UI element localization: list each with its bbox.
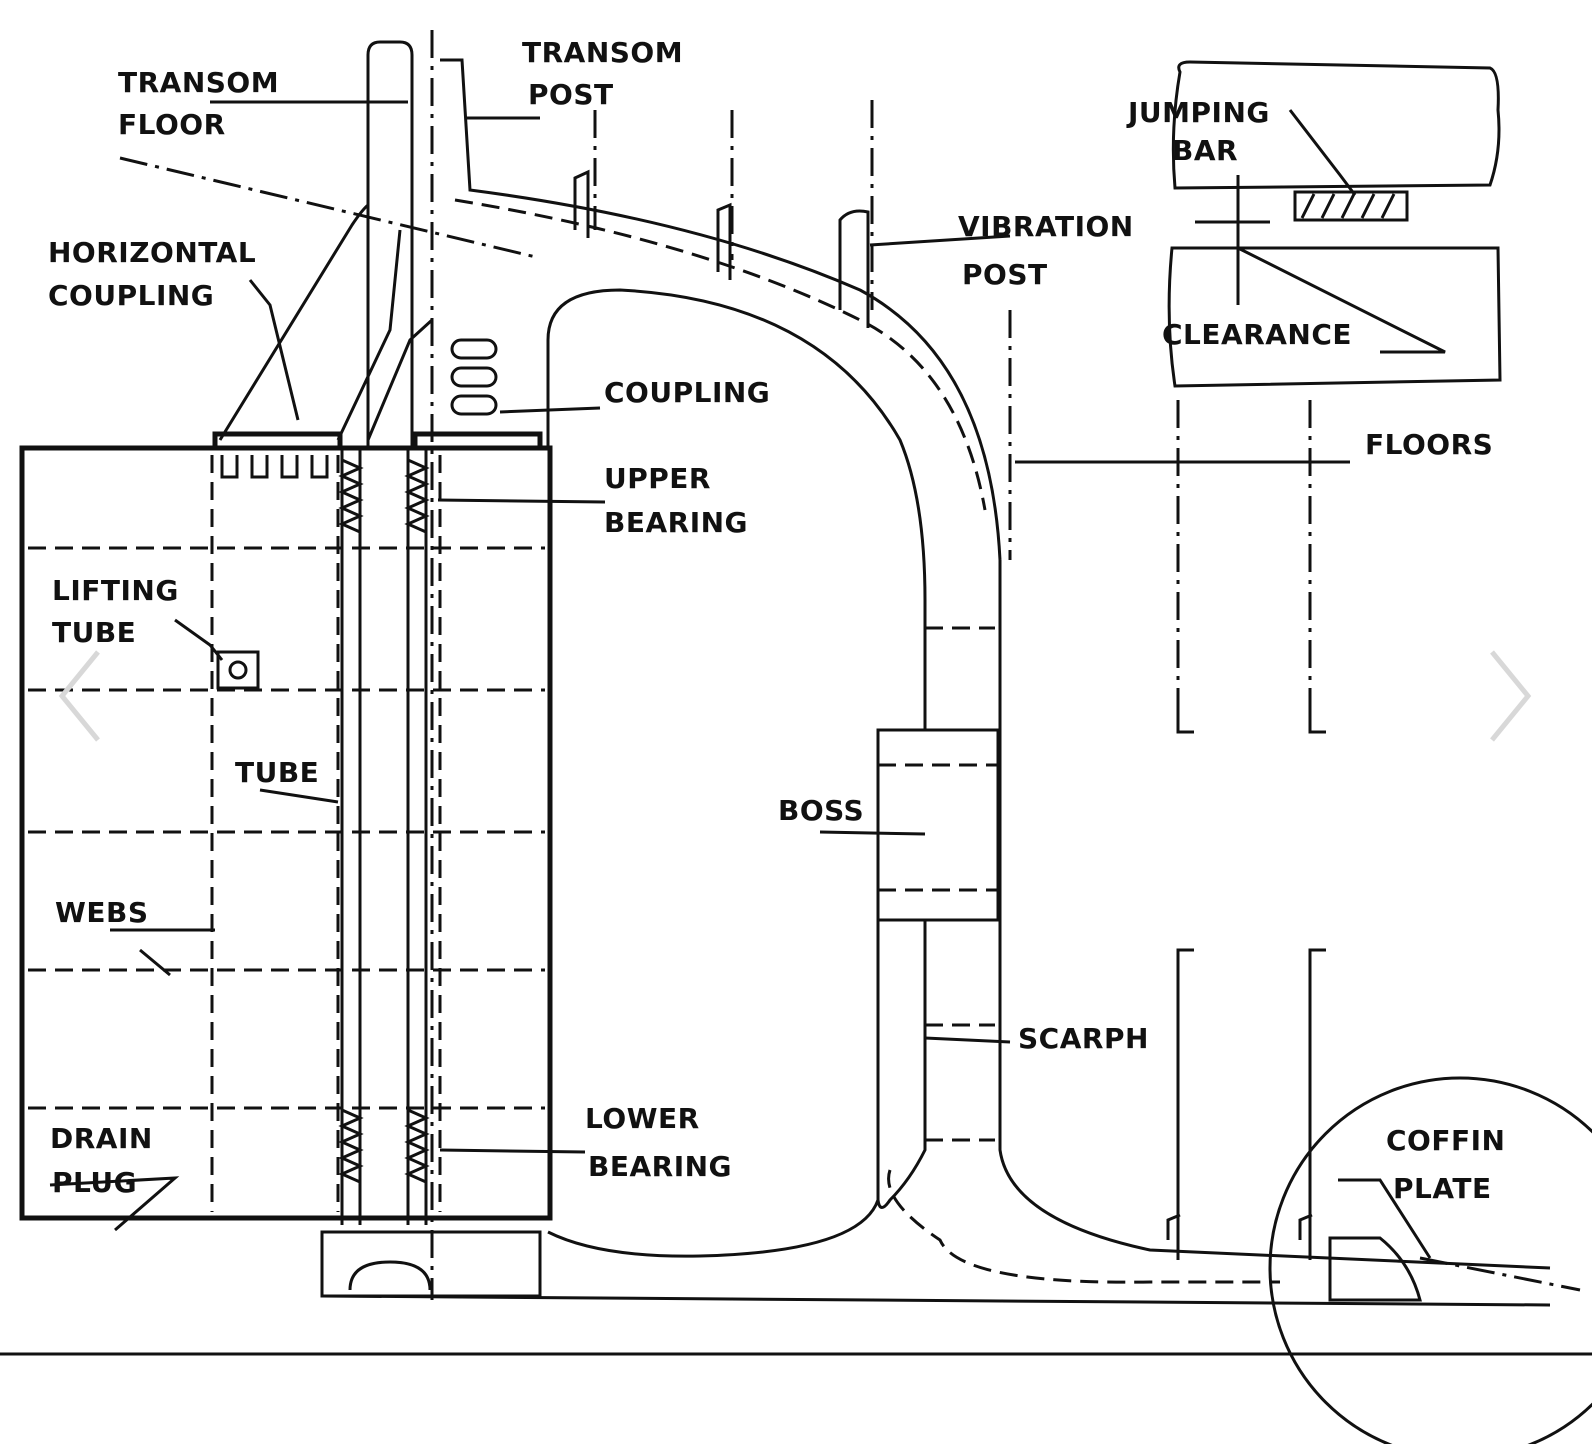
chevron-right-icon[interactable] xyxy=(1490,650,1532,742)
rudder-body xyxy=(19,445,553,1221)
label-upper-bearing: UPPER BEARING xyxy=(604,462,748,539)
label-transom-post: TRANSOM POST xyxy=(522,36,693,111)
label-jumping-bar: JUMPING BAR xyxy=(1126,96,1280,167)
label-vibration-post: VIBRATION POST xyxy=(958,210,1144,291)
label-floors: FLOORS xyxy=(1365,428,1493,461)
coffin-plate-highlight-circle xyxy=(1268,1076,1592,1444)
label-lower-bearing: LOWER BEARING xyxy=(585,1102,732,1183)
coffin-plate xyxy=(1268,1076,1592,1444)
floors xyxy=(1166,400,1326,1260)
label-coupling: COUPLING xyxy=(604,376,770,409)
jumping-bar-detail xyxy=(1167,60,1502,388)
label-boss: BOSS xyxy=(778,794,864,827)
label-horizontal-coupling: HORIZONTAL COUPLING xyxy=(48,236,266,312)
label-webs: WEBS xyxy=(55,896,149,929)
label-tube: TUBE xyxy=(235,756,319,789)
label-clearance: CLEARANCE xyxy=(1162,318,1352,351)
label-drain-plug: DRAIN PLUG xyxy=(50,1122,163,1199)
label-coffin-plate: COFFIN PLATE xyxy=(1386,1124,1516,1205)
rudder-stock xyxy=(212,30,543,1300)
stern-frame xyxy=(119,58,1551,1307)
chevron-left-icon[interactable] xyxy=(58,650,100,742)
label-lifting-tube: LIFTING TUBE xyxy=(52,574,189,649)
label-scarph: SCARPH xyxy=(1018,1022,1149,1055)
label-transom-floor: TRANSOM FLOOR xyxy=(118,66,289,141)
leader-lines xyxy=(49,100,1432,1259)
